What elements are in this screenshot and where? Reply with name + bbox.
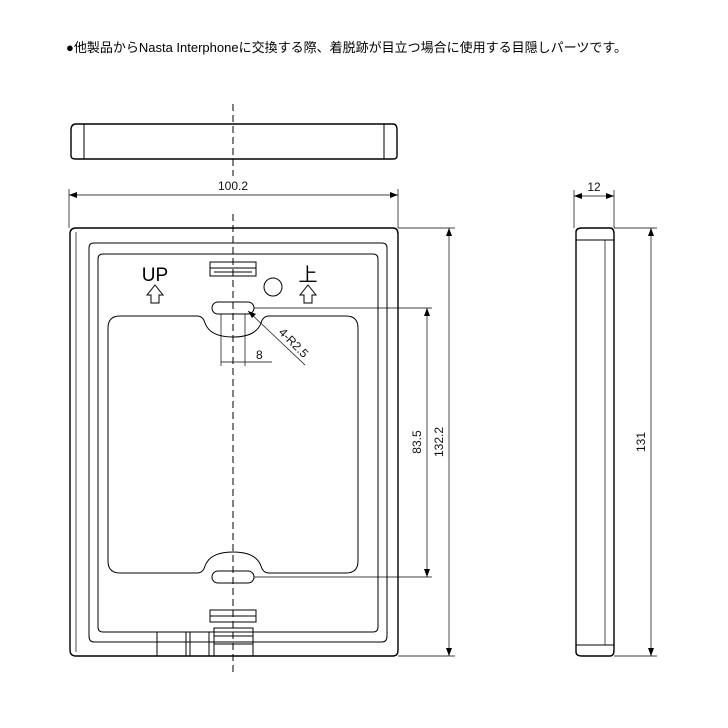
side-height-label: 131 [634, 432, 648, 452]
slot-width-label: 8 [256, 348, 263, 362]
up-arrow-jp-icon [298, 284, 318, 304]
up-arrow-icon [145, 284, 165, 304]
depth-label: 12 [587, 180, 601, 194]
height-label: 132.2 [432, 427, 446, 457]
front-view [69, 214, 399, 676]
up-label: UP [142, 265, 168, 286]
up-jp-label: 上 [298, 264, 317, 286]
width-dimension: 100.2 [68, 179, 399, 228]
slot-pitch-label: 83.5 [410, 430, 424, 454]
front-vertical-dimensions [254, 227, 455, 657]
description-caption: ●他製品からNasta Interphoneに交換する際、着脱跡が目立つ場合に使… [66, 40, 628, 55]
hole-radius-label: 4-R2.5 [276, 325, 312, 361]
top-view [70, 104, 398, 176]
side-view [573, 190, 657, 657]
width-label: 100.2 [218, 179, 248, 193]
